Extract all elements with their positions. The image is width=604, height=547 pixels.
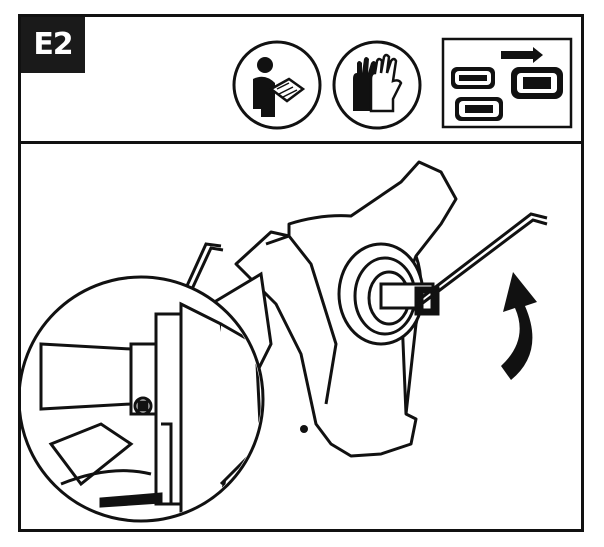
illustration-area <box>21 144 581 529</box>
step-label: E2 <box>21 17 85 73</box>
remove-battery-icon <box>441 37 573 129</box>
read-manual-icon <box>231 39 323 131</box>
screw-hole <box>300 425 308 433</box>
detail-callout <box>21 275 265 523</box>
panel-header: E2 <box>21 17 581 144</box>
hex-key-left <box>179 242 224 303</box>
instruction-panel: E2 <box>18 14 584 532</box>
wear-gloves-icon <box>331 39 423 131</box>
hex-key <box>415 212 548 310</box>
spool-hub <box>337 242 440 346</box>
rotation-arrow-icon <box>501 272 537 380</box>
